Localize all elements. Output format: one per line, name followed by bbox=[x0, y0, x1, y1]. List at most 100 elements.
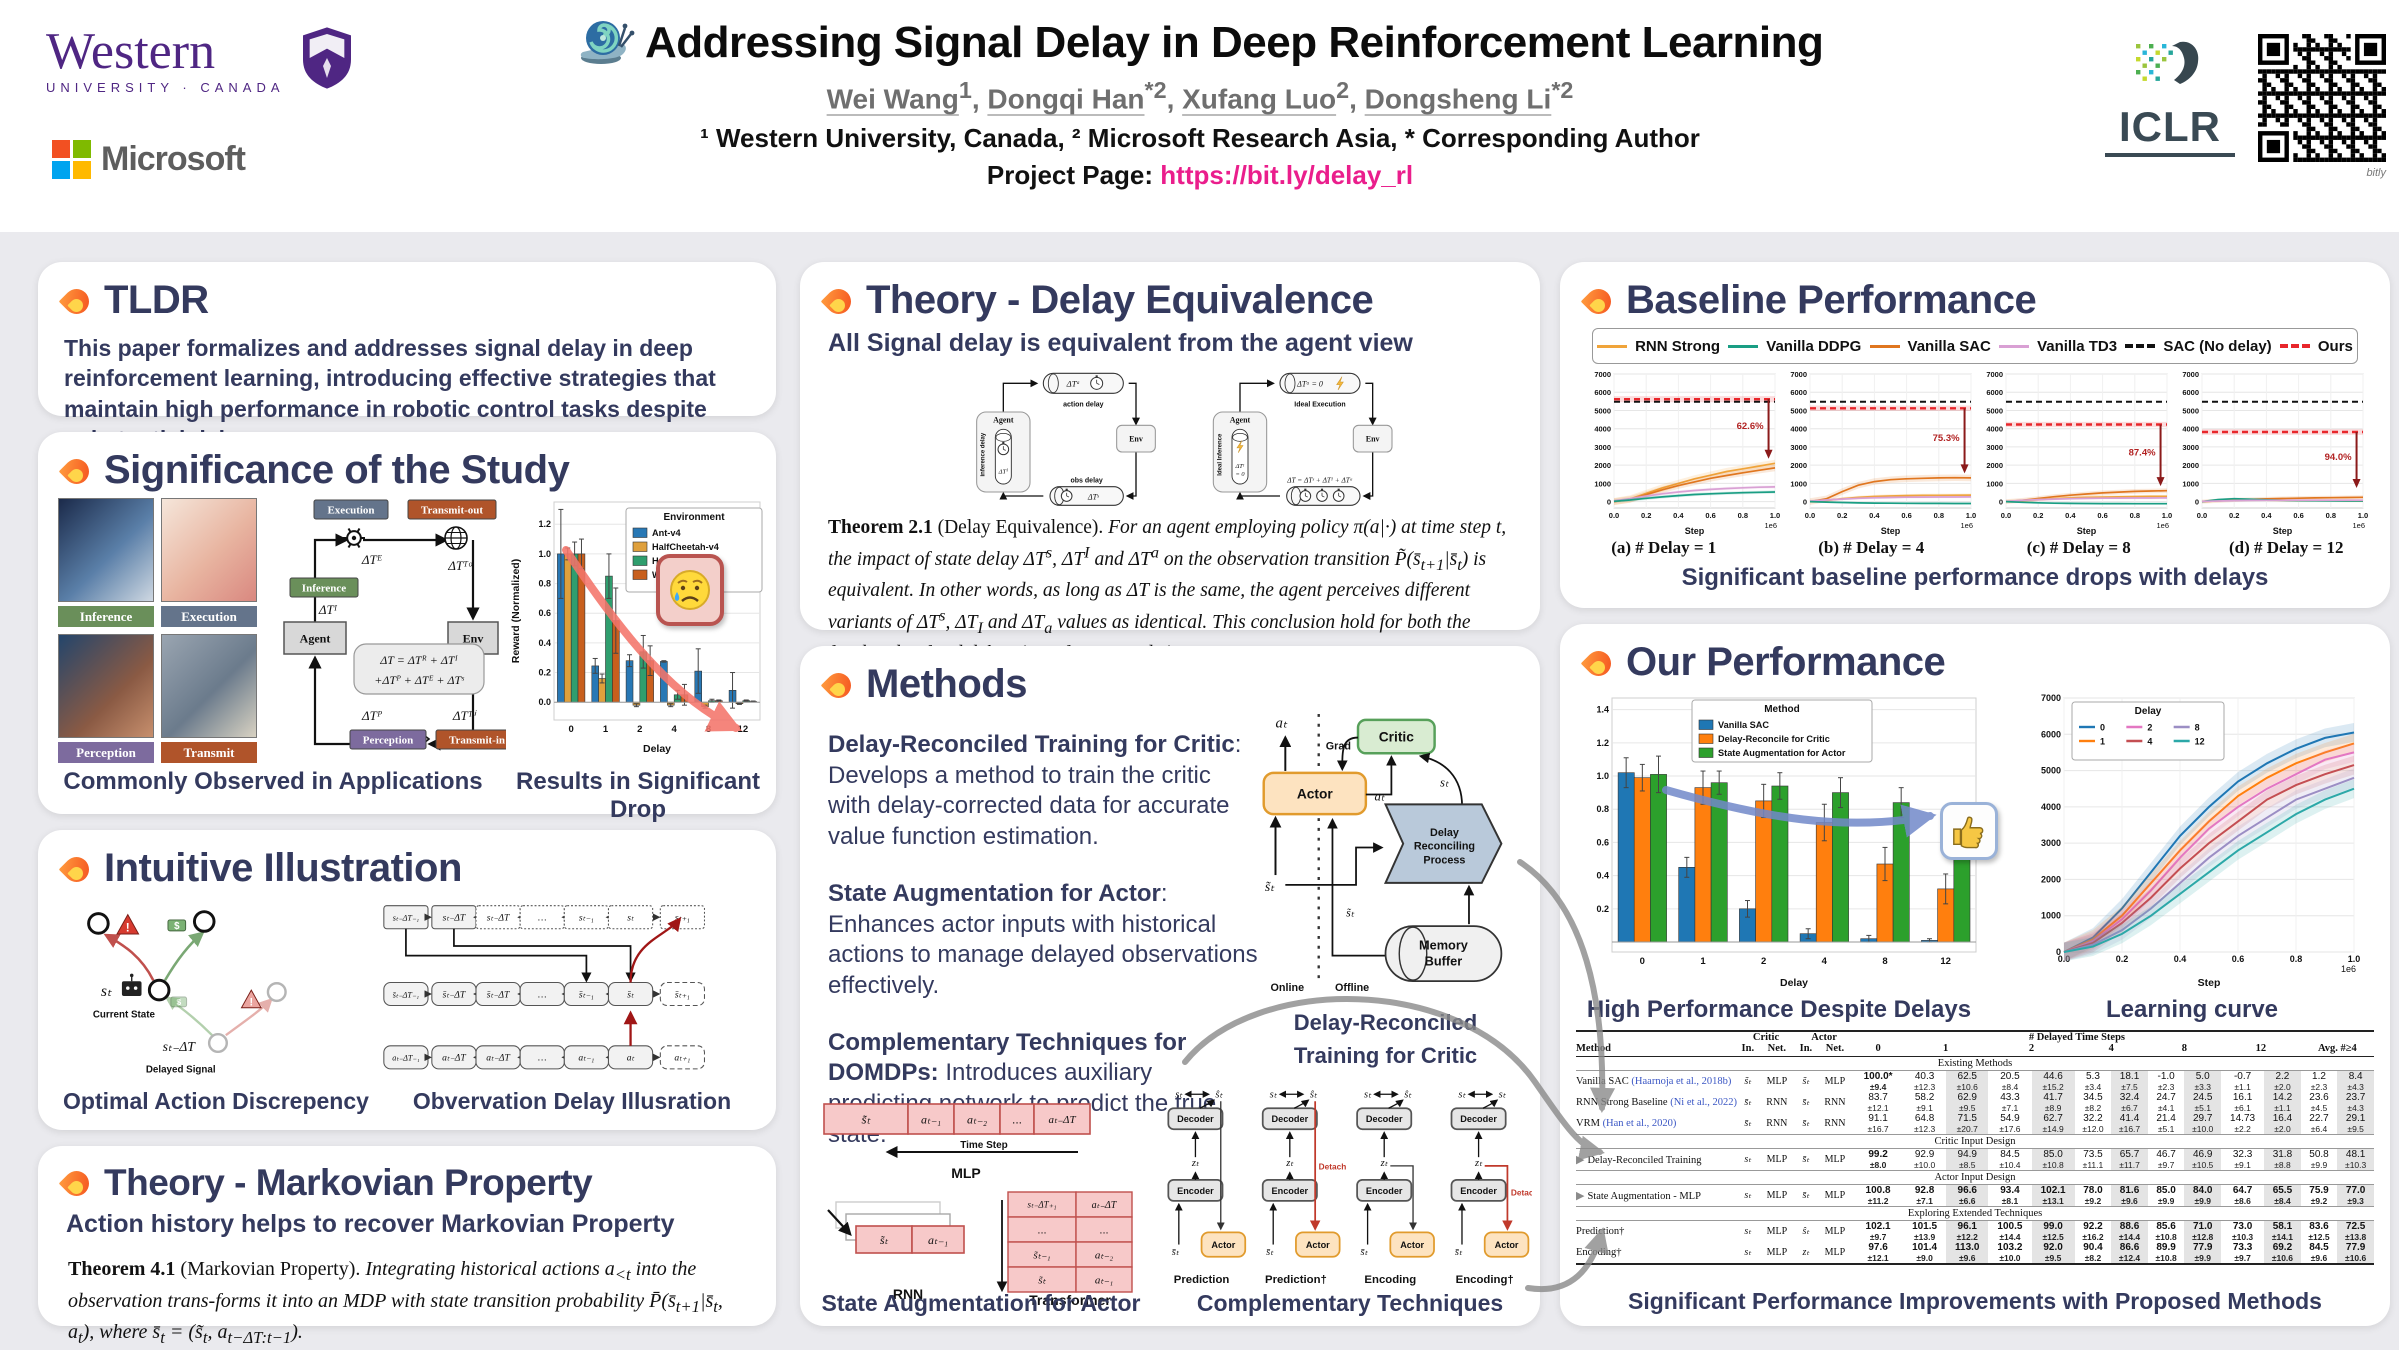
caption-state-aug: State Augmentation for Actor bbox=[821, 1290, 1141, 1316]
application-image: Perception bbox=[58, 634, 154, 763]
qr-module bbox=[2333, 91, 2338, 96]
label: aₜ₋₁ bbox=[928, 1233, 948, 1247]
bar bbox=[1771, 785, 1789, 943]
fire-icon bbox=[826, 284, 852, 318]
series-line bbox=[2201, 499, 2363, 503]
qr-module bbox=[2284, 86, 2289, 92]
qr-module bbox=[2319, 73, 2325, 79]
rect bbox=[1320, 488, 1324, 491]
table-caption: Significant Performance Improvements wit… bbox=[1628, 1288, 2322, 1314]
table-section-row: Critic Input Design bbox=[1576, 1134, 2374, 1149]
x-tick-label: 1 bbox=[603, 724, 609, 735]
qr-module bbox=[2319, 113, 2325, 118]
significance-heading: Significance of the Study bbox=[38, 432, 776, 493]
qr-module bbox=[2315, 109, 2320, 114]
bolt-icon bbox=[1336, 376, 1344, 391]
cylinder-end bbox=[1047, 373, 1059, 394]
legend-label: RNN Strong bbox=[1635, 337, 1721, 355]
y-tick-label: 5000 bbox=[1986, 406, 2003, 415]
qr-module bbox=[2328, 69, 2334, 74]
arrow bbox=[1236, 491, 1280, 500]
label: Agent bbox=[1230, 416, 1251, 425]
y-tick-label: 5000 bbox=[2182, 406, 2199, 415]
drop-arrowhead bbox=[2156, 477, 2165, 487]
application-image: Execution bbox=[161, 498, 257, 627]
qr-module bbox=[2333, 82, 2338, 87]
y-tick-label: 7000 bbox=[2041, 693, 2061, 703]
x-tick-label: 1.0 bbox=[2358, 511, 2368, 520]
bar bbox=[570, 553, 579, 703]
bar bbox=[1633, 777, 1651, 943]
label: sₜ₋ΔT₊₁ bbox=[1027, 1200, 1056, 1210]
qr-module bbox=[2310, 47, 2316, 52]
delayeq-subtitle: All Signal delay is equivalent from the … bbox=[828, 329, 1413, 357]
label: ŝₜ bbox=[1404, 1090, 1412, 1101]
qr-module bbox=[2381, 109, 2386, 114]
confidence-band bbox=[2064, 768, 2354, 962]
qr-module bbox=[2280, 100, 2285, 105]
qr-module bbox=[2341, 135, 2347, 140]
qr-module bbox=[2355, 157, 2360, 162]
project-page-link[interactable]: https://bit.ly/delay_rl bbox=[1160, 160, 1414, 191]
qr-module bbox=[2271, 109, 2276, 114]
qr-module bbox=[2372, 69, 2378, 74]
legend-label: 0 bbox=[2100, 723, 2105, 733]
qr-module bbox=[2333, 157, 2338, 162]
qr-module bbox=[2350, 117, 2356, 123]
circle bbox=[126, 986, 130, 990]
label: Ideal Execution bbox=[1294, 402, 1345, 409]
qr-module bbox=[2319, 117, 2325, 123]
qr-module bbox=[2372, 144, 2378, 149]
env-box bbox=[1352, 424, 1393, 453]
arrow bbox=[1365, 755, 1397, 796]
label: aₜ₋₂ bbox=[1095, 1249, 1114, 1261]
legend-swatch bbox=[1597, 344, 1628, 348]
qr-module bbox=[2280, 91, 2285, 96]
delay-elbow-2 bbox=[453, 928, 636, 983]
env-box bbox=[1116, 424, 1156, 453]
flow-arrow bbox=[1293, 1099, 1310, 1109]
qr-module bbox=[2372, 122, 2378, 127]
target-arrow bbox=[1484, 1165, 1513, 1231]
drop-percentage: 87.4% bbox=[2129, 447, 2156, 458]
qr-module bbox=[2341, 47, 2347, 52]
legend-item: Vanilla DDPG bbox=[1728, 338, 1861, 355]
qr-module bbox=[2363, 73, 2369, 79]
box bbox=[1007, 1266, 1077, 1293]
qr-code[interactable]: bitly bbox=[2258, 34, 2386, 179]
box bbox=[953, 1103, 1001, 1135]
arrow bbox=[1239, 379, 1275, 412]
delayeq-heading: Theory - Delay Equivalence bbox=[800, 262, 1540, 323]
qr-module bbox=[2377, 69, 2382, 74]
qr-module bbox=[2293, 42, 2298, 48]
series-line bbox=[2063, 731, 2355, 953]
legend-label: State Augmentation for Actor bbox=[1718, 748, 1846, 758]
label: Env bbox=[1366, 434, 1380, 443]
qr-module bbox=[2258, 78, 2263, 83]
label: Memory bbox=[1419, 938, 1469, 953]
sad-emoji bbox=[656, 554, 724, 626]
label: s̄ₜ bbox=[1172, 1247, 1180, 1258]
y-tick-label: 7000 bbox=[2182, 370, 2199, 379]
legend-label: 4 bbox=[2147, 737, 2152, 747]
legend-item: Vanilla TD3 bbox=[1999, 338, 2117, 355]
qr-module bbox=[2328, 122, 2334, 127]
qr-module bbox=[2355, 113, 2360, 118]
label: aₜ₋₂ bbox=[967, 1112, 987, 1126]
table-section-row: Existing Methods bbox=[1576, 1056, 2374, 1071]
series-line bbox=[2063, 787, 2355, 953]
qr-module bbox=[2324, 100, 2329, 105]
watch-icon bbox=[997, 442, 1010, 456]
inference-cylinder bbox=[994, 428, 1012, 485]
project-page-row: Project Page: https://bit.ly/delay_rl bbox=[470, 160, 1930, 191]
y-axis-label: Reward (Normalized) bbox=[510, 559, 522, 663]
line bbox=[1321, 495, 1325, 498]
qr-module bbox=[2319, 139, 2325, 145]
qr-module bbox=[2306, 78, 2311, 83]
plot-area bbox=[2005, 373, 2168, 509]
annotation-arrow bbox=[1662, 786, 1937, 838]
